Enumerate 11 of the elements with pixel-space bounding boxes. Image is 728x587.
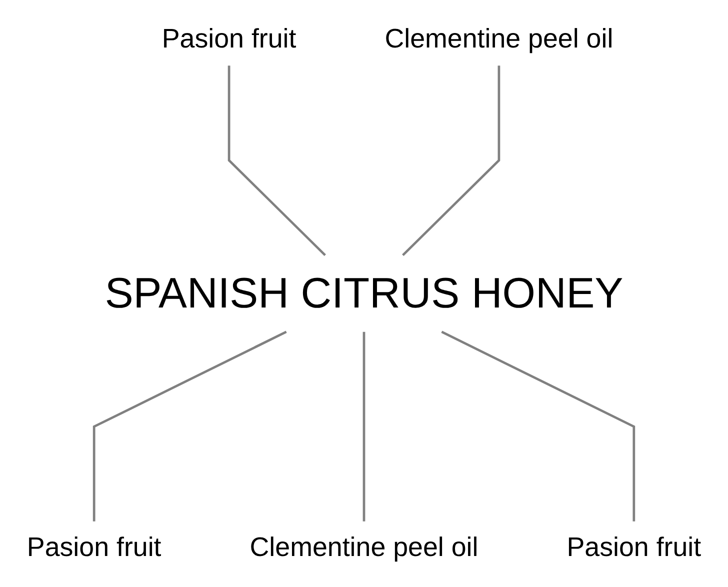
- node-text: Pasion fruit: [26, 532, 162, 563]
- connector: [402, 66, 500, 256]
- node-text: Clementine peel oil: [250, 532, 478, 563]
- connector: [92, 330, 287, 522]
- node-text: SPANISH CITRUS HONEY: [104, 269, 624, 317]
- node-text: Clementine peel oil: [384, 24, 614, 54]
- node-text: Pasion fruit: [566, 532, 702, 563]
- connector: [362, 332, 366, 522]
- node-text: Pasion fruit: [162, 24, 296, 54]
- connector: [441, 330, 636, 522]
- connector: [228, 66, 326, 256]
